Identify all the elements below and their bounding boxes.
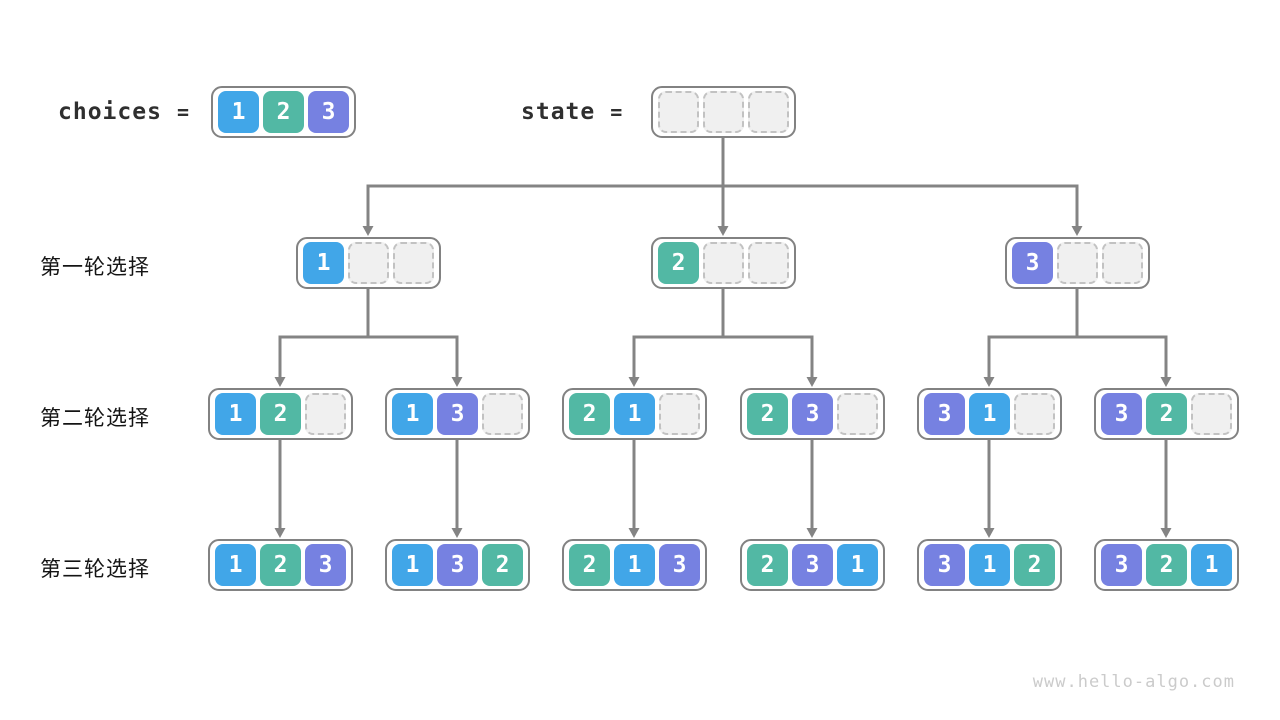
- filled-cell: 2: [658, 242, 699, 284]
- state-header: state =: [521, 86, 622, 138]
- filled-cell: 3: [1101, 544, 1142, 586]
- filled-cell: 2: [1146, 393, 1187, 435]
- arrowheads: [274, 226, 1172, 538]
- filled-cell: 2: [482, 544, 523, 586]
- empty-cell: [348, 242, 389, 284]
- filled-cell: 1: [215, 544, 256, 586]
- filled-cell: 3: [1101, 393, 1142, 435]
- filled-cell: 3: [924, 544, 965, 586]
- filled-cell: 1: [969, 393, 1010, 435]
- round-1-label: 第一轮选择: [40, 256, 150, 279]
- state-box-round1: 1: [296, 237, 441, 289]
- watermark: www.hello-algo.com: [1032, 672, 1235, 692]
- filled-cell: 1: [837, 544, 878, 586]
- round-2-label: 第二轮选择: [40, 407, 150, 430]
- choices-header: choices =: [58, 86, 189, 138]
- state-box-round1: 3: [1005, 237, 1150, 289]
- choices-label: choices: [58, 99, 162, 125]
- filled-cell: 3: [437, 393, 478, 435]
- filled-cell: 1: [969, 544, 1010, 586]
- empty-cell: [1014, 393, 1055, 435]
- state-box-round1: 2: [651, 237, 796, 289]
- empty-cell: [748, 242, 789, 284]
- filled-cell: 1: [392, 393, 433, 435]
- empty-cell: [1057, 242, 1098, 284]
- filled-cell: 3: [659, 544, 700, 586]
- filled-cell: 1: [614, 544, 655, 586]
- empty-cell: [1102, 242, 1143, 284]
- filled-cell: 3: [437, 544, 478, 586]
- filled-cell: 3: [1012, 242, 1053, 284]
- filled-cell: 3: [924, 393, 965, 435]
- empty-cell: [703, 91, 744, 133]
- round-3-label: 第三轮选择: [40, 558, 150, 581]
- empty-cell: [748, 91, 789, 133]
- state-equals-sign: =: [610, 100, 623, 124]
- filled-cell: 1: [614, 393, 655, 435]
- filled-cell: 3: [792, 393, 833, 435]
- empty-cell: [658, 91, 699, 133]
- filled-cell: 3: [792, 544, 833, 586]
- choices-equals-sign: =: [176, 100, 189, 124]
- filled-cell: 2: [1014, 544, 1055, 586]
- filled-cell: 3: [308, 91, 349, 133]
- filled-cell: 1: [1191, 544, 1232, 586]
- empty-cell: [837, 393, 878, 435]
- filled-cell: 1: [215, 393, 256, 435]
- empty-cell: [659, 393, 700, 435]
- filled-cell: 2: [260, 544, 301, 586]
- state-box: [651, 86, 796, 138]
- empty-cell: [305, 393, 346, 435]
- filled-cell: 1: [392, 544, 433, 586]
- empty-cell: [703, 242, 744, 284]
- filled-cell: 2: [747, 393, 788, 435]
- empty-cell: [482, 393, 523, 435]
- filled-cell: 2: [747, 544, 788, 586]
- state-label: state: [521, 99, 596, 125]
- filled-cell: 1: [303, 242, 344, 284]
- filled-cell: 1: [218, 91, 259, 133]
- filled-cell: 2: [260, 393, 301, 435]
- filled-cell: 2: [263, 91, 304, 133]
- empty-cell: [393, 242, 434, 284]
- filled-cell: 3: [305, 544, 346, 586]
- filled-cell: 2: [569, 544, 610, 586]
- empty-cell: [1191, 393, 1232, 435]
- filled-cell: 2: [1146, 544, 1187, 586]
- filled-cell: 2: [569, 393, 610, 435]
